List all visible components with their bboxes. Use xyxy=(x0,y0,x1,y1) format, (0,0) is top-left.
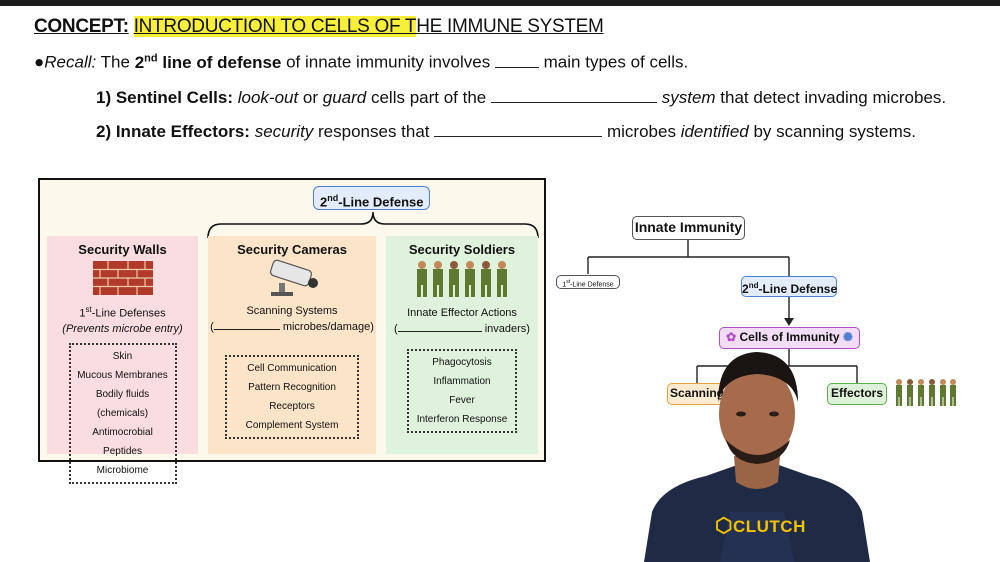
sentinel-line: 1) Sentinel Cells: look-out or guard cel… xyxy=(96,88,946,108)
innate-immunity-label: Innate Immunity xyxy=(634,219,743,235)
soldiers-small-icon xyxy=(896,379,956,406)
security-cameras-column: Security Cameras Scanning Systems ( micr… xyxy=(208,236,376,454)
list-item: Microbiome xyxy=(96,464,149,476)
walls-sub: 1st-Line Defenses (Prevents microbe entr… xyxy=(47,302,198,337)
list-item: Antimocrobial Peptides xyxy=(92,426,153,457)
brick-wall-icon xyxy=(92,261,153,295)
scanning-node: Scanning xyxy=(667,383,727,405)
recall-line: ●Recall: The 2nd line of defense of inna… xyxy=(34,52,688,73)
first-line-num: 1 xyxy=(562,281,567,289)
walls-sub-sup: st xyxy=(85,305,92,314)
first-line-defense-node: 1st-Line Defense xyxy=(556,275,620,289)
defense-panel: 2nd-Line Defense Security Walls 1st-Line… xyxy=(38,178,546,484)
effectors-node: Effectors xyxy=(827,383,887,405)
virus-icon: ✺ xyxy=(842,330,853,344)
concept-label: CONCEPT: xyxy=(34,16,129,37)
walls-list: Skin Mucous Membranes Bodily fluids (che… xyxy=(68,342,177,484)
soldiers-blank xyxy=(397,321,482,332)
second-line-sup: nd xyxy=(748,281,759,290)
sentinel-em2: guard xyxy=(322,88,367,107)
list-item: Complement System xyxy=(245,420,339,431)
list-item: Cell Communication xyxy=(247,363,337,374)
effectors-label: 2) Innate Effectors: xyxy=(96,122,250,141)
cameras-blank xyxy=(213,319,280,330)
sentinel-t2: cells part of the xyxy=(366,88,491,107)
cameras-sub2: microbes/damage) xyxy=(282,321,374,333)
recall-bold-text: line of defense xyxy=(157,52,282,72)
security-soldiers-column: Security Soldiers Innate Effector Action… xyxy=(386,236,538,454)
cell-icon: ✿ xyxy=(726,330,737,344)
effectors-blank xyxy=(434,122,603,137)
effectors-em2: identified xyxy=(680,122,749,141)
second-line-defense-node: 2nd-Line Defense xyxy=(741,276,837,297)
title-highlighted: INTRODUCTION TO CELLS OF T xyxy=(133,16,417,37)
recall-text-3: main types of cells. xyxy=(538,52,689,72)
bullet: ● xyxy=(34,52,45,72)
effectors-t3: by scanning systems. xyxy=(748,122,916,141)
cameras-sub1: Scanning Systems xyxy=(246,305,338,317)
sentinel-t1: or xyxy=(298,88,323,107)
recall-label: Recall: xyxy=(44,52,97,72)
recall-blank xyxy=(494,53,539,68)
list-item: Inflammation xyxy=(433,376,491,387)
top-bar xyxy=(0,0,1000,6)
effectors-t1: responses that xyxy=(313,122,435,141)
presenter-video xyxy=(644,352,870,562)
first-line-text: -Line Defense xyxy=(570,281,614,289)
walls-sub-num: 1 xyxy=(79,307,86,320)
walls-sub-text: -Line Defenses xyxy=(91,307,166,320)
cells-of-immunity-node: ✿ Cells of Immunity ✺ xyxy=(719,327,860,349)
sentinel-t3: that detect invading microbes. xyxy=(715,88,947,107)
cameras-list: Cell Communication Pattern Recognition R… xyxy=(225,355,359,439)
cells-of-immunity-label: Cells of Immunity xyxy=(739,330,840,344)
walls-title: Security Walls xyxy=(78,242,167,257)
pill-sup: nd xyxy=(327,193,339,203)
soldiers-sub: Innate Effector Actions ( invaders) xyxy=(394,307,530,335)
list-item: Mucous Membranes xyxy=(77,369,168,381)
sentinel-label: 1) Sentinel Cells: xyxy=(96,88,233,107)
recall-sup: nd xyxy=(144,52,158,64)
cameras-title: Security Cameras xyxy=(237,242,347,257)
second-line-num: 2 xyxy=(742,282,749,296)
walls-sub2: (Prevents microbe entry) xyxy=(62,322,183,335)
soldiers-title: Security Soldiers xyxy=(408,242,516,257)
effectors-em1: security xyxy=(254,122,314,141)
sentinel-em3: system xyxy=(661,88,716,107)
list-item: Interferon Response xyxy=(416,414,508,425)
list-item: Bodily fluids (chemicals) xyxy=(95,388,150,419)
title-rest: HE IMMUNE SYSTEM xyxy=(416,16,604,37)
pill-num: 2 xyxy=(320,194,328,210)
first-line-sup: st xyxy=(566,279,571,285)
list-item: Pattern Recognition Receptors xyxy=(248,382,336,412)
hexagon-icon: ⬡ xyxy=(715,515,733,537)
clutch-logo-text: CLUTCH xyxy=(732,517,806,536)
effectors-line: 2) Innate Effectors: security responses … xyxy=(96,122,916,142)
innate-immunity-node: Innate Immunity xyxy=(632,216,745,240)
soldiers-icon xyxy=(417,261,507,297)
effectors-t2: microbes xyxy=(602,122,681,141)
soldiers-sub2: invaders) xyxy=(484,323,530,335)
second-line-pill: 2nd-Line Defense xyxy=(313,186,431,210)
list-item: Fever xyxy=(449,395,475,406)
second-line-text: -Line Defense xyxy=(758,282,838,296)
security-walls-column: Security Walls 1st-Line Defenses (Preven… xyxy=(47,236,198,484)
scanning-label: Scanning xyxy=(669,386,724,400)
pill-text: -Line Defense xyxy=(338,194,424,210)
effectors-label: Effectors xyxy=(830,386,883,400)
page-title: CONCEPT: INTRODUCTION TO CELLS OF THE IM… xyxy=(34,16,604,38)
cameras-sub: Scanning Systems ( microbes/damage) xyxy=(210,305,374,333)
soldiers-sub1: Innate Effector Actions xyxy=(407,307,517,319)
recall-text: The xyxy=(100,52,135,72)
recall-bold: 2 xyxy=(134,52,145,72)
list-item: Phagocytosis xyxy=(432,357,492,368)
list-item: Skin xyxy=(112,350,133,362)
security-camera-icon xyxy=(269,259,318,296)
recall-text-2: of innate immunity involves xyxy=(281,52,495,72)
sentinel-blank xyxy=(490,88,657,103)
soldiers-list: Phagocytosis Inflammation Fever Interfer… xyxy=(407,349,517,433)
clutch-logo: ⬡CLUTCH xyxy=(715,513,806,538)
bracket-icon xyxy=(207,211,539,239)
sentinel-em1: look-out xyxy=(237,88,299,107)
